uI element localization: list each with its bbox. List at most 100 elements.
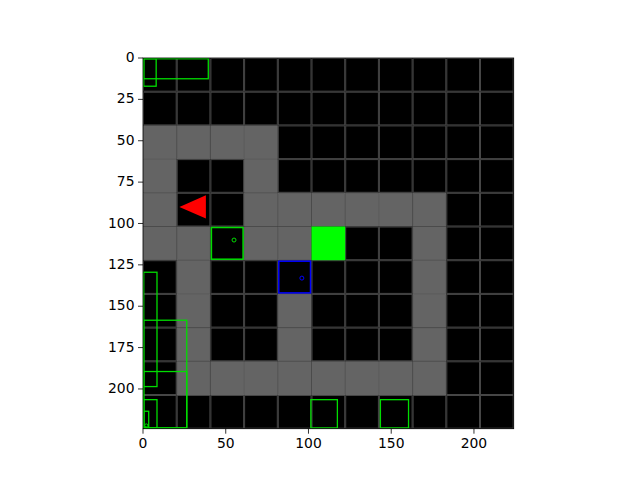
green-outline: [144, 59, 209, 79]
unseen-cell: [481, 294, 514, 327]
unseen-cell: [481, 396, 514, 429]
tick-mark: [138, 223, 143, 224]
unseen-cell: [245, 261, 278, 294]
tick-label: 0: [126, 51, 135, 65]
unseen-cell: [447, 328, 480, 361]
unseen-cell: [447, 261, 480, 294]
green-outline: [144, 272, 157, 386]
floor-cell: [413, 362, 446, 395]
unseen-cell: [481, 92, 514, 125]
unseen-cell: [447, 193, 480, 226]
tick-label: 175: [108, 341, 135, 355]
tick-label: 0: [139, 437, 148, 451]
unseen-cell: [379, 160, 412, 193]
unseen-cell: [177, 92, 210, 125]
green-outline: [144, 372, 187, 428]
tick-mark: [138, 306, 143, 307]
unseen-cell: [211, 328, 244, 361]
unseen-cell: [177, 160, 210, 193]
floor-cell: [413, 294, 446, 327]
unseen-cell: [312, 92, 345, 125]
floor-cell: [177, 294, 210, 327]
unseen-cell: [177, 59, 210, 92]
floor-cell: [245, 362, 278, 395]
unseen-cell: [278, 396, 311, 429]
floor-cell: [245, 193, 278, 226]
unseen-cell: [144, 261, 177, 294]
unseen-cell: [245, 92, 278, 125]
unseen-cell: [346, 294, 379, 327]
unseen-cell: [481, 328, 514, 361]
unseen-cell: [447, 92, 480, 125]
unseen-cell: [481, 160, 514, 193]
unseen-cell: [177, 193, 210, 226]
tick-mark: [473, 429, 474, 434]
unseen-cell: [447, 294, 480, 327]
floor-cell: [144, 193, 177, 226]
tick-mark: [138, 388, 143, 389]
unseen-cell: [379, 92, 412, 125]
tick-mark: [138, 182, 143, 183]
floor-cell: [413, 193, 446, 226]
unseen-cell: [278, 92, 311, 125]
unseen-cell: [245, 59, 278, 92]
unseen-cell: [413, 160, 446, 193]
unseen-cell: [447, 59, 480, 92]
floor-cell: [413, 261, 446, 294]
green-outline: [311, 400, 337, 428]
blue-box: [279, 261, 311, 293]
unseen-cell: [346, 227, 379, 260]
unseen-cell: [144, 328, 177, 361]
unseen-cell: [278, 261, 311, 294]
floor-cell: [245, 126, 278, 159]
unseen-cell: [312, 396, 345, 429]
floor-cell: [144, 160, 177, 193]
blue-dot: [300, 276, 304, 280]
unseen-cell: [312, 160, 345, 193]
tick-mark: [138, 140, 143, 141]
floor-cell: [177, 328, 210, 361]
tick-mark: [308, 429, 309, 434]
unseen-cell: [211, 59, 244, 92]
agent-triangle: [179, 195, 205, 218]
unseen-cell: [481, 227, 514, 260]
tick-mark: [138, 347, 143, 348]
unseen-cell: [211, 92, 244, 125]
unseen-cell: [481, 362, 514, 395]
green-outline: [144, 59, 156, 86]
floor-cell: [177, 227, 210, 260]
unseen-cell: [312, 328, 345, 361]
unseen-cell: [379, 328, 412, 361]
floor-cell: [346, 193, 379, 226]
floor-cell: [245, 160, 278, 193]
unseen-cell: [177, 396, 210, 429]
unseen-cell: [413, 126, 446, 159]
unseen-cell: [346, 328, 379, 361]
unseen-cell: [211, 193, 244, 226]
unseen-cell: [211, 227, 244, 260]
unseen-cell: [346, 92, 379, 125]
unseen-cell: [211, 294, 244, 327]
unseen-cell: [447, 396, 480, 429]
tick-label: 150: [378, 437, 405, 451]
green-outline: [380, 400, 408, 428]
unseen-cell: [447, 126, 480, 159]
floor-cell: [177, 261, 210, 294]
unseen-cell: [245, 294, 278, 327]
unseen-cell: [379, 126, 412, 159]
floor-cell: [312, 193, 345, 226]
floor-cell: [211, 126, 244, 159]
unseen-cell: [481, 59, 514, 92]
green-key-box: [211, 228, 243, 260]
tick-mark: [143, 429, 144, 434]
unseen-cell: [245, 328, 278, 361]
unseen-cell: [245, 396, 278, 429]
floor-cell: [278, 193, 311, 226]
floor-cell: [413, 328, 446, 361]
unseen-cell: [312, 59, 345, 92]
axes-frame: [143, 58, 514, 429]
unseen-cell: [144, 59, 177, 92]
unseen-cell: [312, 261, 345, 294]
unseen-cell: [144, 362, 177, 395]
unseen-cell: [211, 160, 244, 193]
